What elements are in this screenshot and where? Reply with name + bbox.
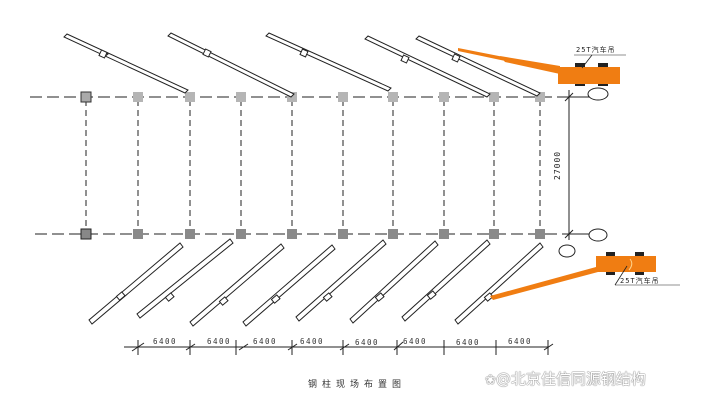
- bottom-steel-members: [88, 238, 544, 327]
- top-steel-members: [63, 32, 541, 98]
- watermark: ❀@北京佳信同源钢结构: [485, 368, 646, 389]
- bottom-crane: [490, 228, 680, 300]
- spacing-label-3: 6400: [253, 337, 278, 346]
- spacing-label-6: 6400: [403, 337, 428, 346]
- diagram-title: 钢柱现场布置图: [308, 380, 407, 390]
- column-grid-lines: [85, 100, 541, 231]
- watermark-text: @北京佳信同源钢结构: [495, 370, 646, 388]
- spacing-label-5: 6400: [355, 338, 380, 347]
- spacing-dimension-line: [124, 340, 554, 355]
- top-column-markers: [80, 91, 545, 103]
- top-crane-label: 25T汽车吊: [576, 46, 616, 54]
- span-dimension-label: 27000: [553, 150, 562, 180]
- spacing-label-1: 6400: [153, 337, 178, 346]
- spacing-label-2: 6400: [207, 337, 232, 346]
- bottom-column-markers: [80, 228, 545, 240]
- spacing-label-7: 6400: [456, 338, 481, 347]
- spacing-label-4: 6400: [300, 337, 325, 346]
- top-crane: [458, 48, 626, 101]
- spacing-label-8: 6400: [508, 337, 533, 346]
- paw-icon: ❀: [485, 373, 496, 388]
- bottom-crane-label: 25T汽车吊: [620, 277, 660, 285]
